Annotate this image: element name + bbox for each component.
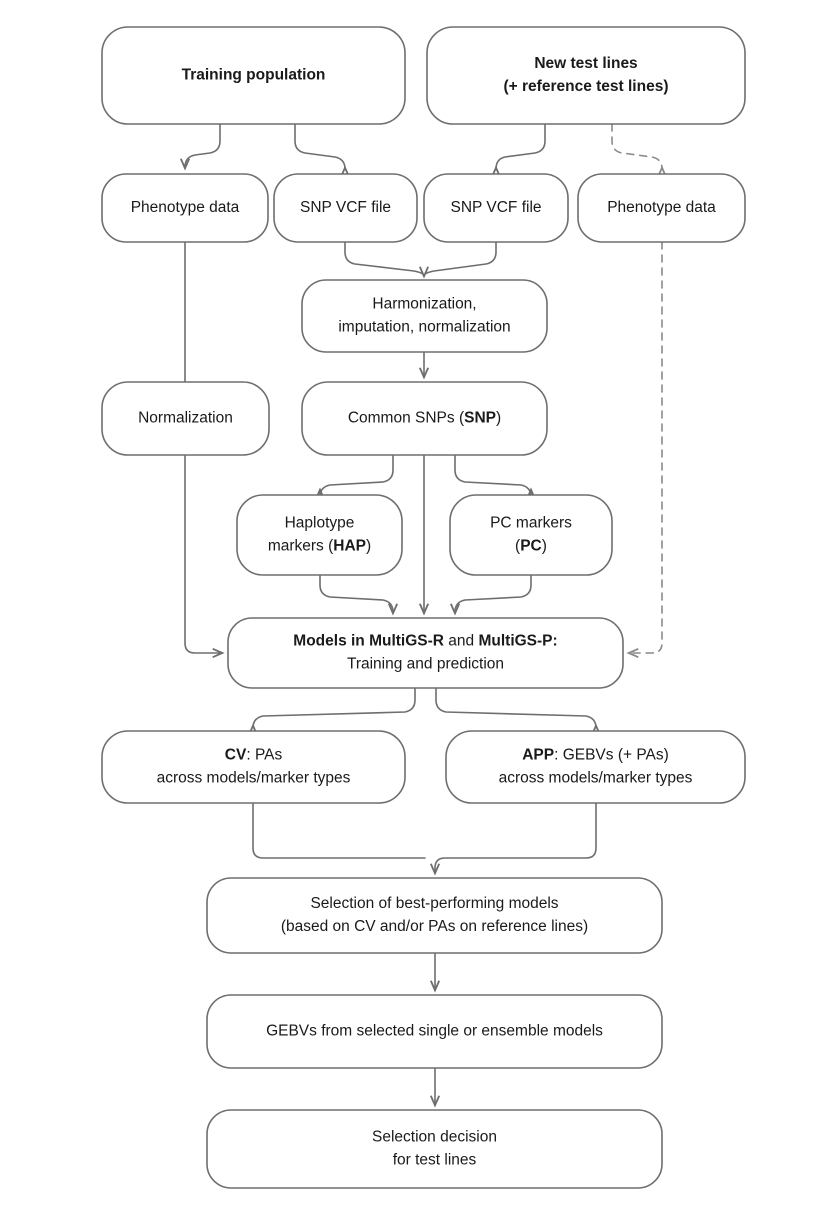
app-results-node-label-line-1: APP: GEBVs (+ PAs) [522, 747, 669, 764]
connector-training-to-phenotype [179, 123, 221, 171]
haplotype-markers-node-label-line-1: Haplotype [285, 515, 355, 532]
cv-results-node-label-line-1: CV: PAs [225, 747, 283, 764]
snp-vcf-file-training-node-box [273, 173, 418, 243]
connector-pc-to-models [449, 574, 532, 616]
pc-markers-node-box [449, 494, 613, 576]
connector-snpvcf-test-to-harmonization [419, 241, 497, 279]
haplotype-markers-node-box [236, 494, 403, 576]
common-snps-node-label-line-1: Common SNPs (SNP) [348, 410, 501, 427]
connector-common-snps-to-pc [454, 454, 537, 500]
phenotype-data-test-node[interactable]: Phenotype data [577, 173, 746, 243]
nodes-layer: Training population New test lines (+ refe… [101, 26, 746, 1189]
selection-decision-node-label-line-2: for test lines [393, 1152, 477, 1169]
haplotype-markers-node-label-line-2: markers (HAP) [268, 538, 371, 555]
selection-best-performing-models-node-box [206, 877, 663, 954]
training-population-node-box [101, 26, 406, 125]
selection-best-performing-models-node-label-line-2: (based on CV and/or PAs on reference lin… [281, 918, 588, 935]
harmonization-node-label-line-2: imputation, normalization [338, 319, 510, 336]
connector-haplotype-to-models [319, 574, 399, 616]
connector-newtest-to-snpvcf [490, 123, 546, 178]
connector-models-to-cv [247, 687, 416, 736]
new-test-lines-node-label-line-2: (+ reference test lines) [504, 78, 669, 95]
connector-app-to-selection [429, 802, 597, 876]
normalization-node-box [101, 381, 270, 456]
selection-decision-node-label-line-1: Selection decision [372, 1129, 497, 1146]
harmonization-node-box [301, 279, 548, 353]
connector-snpvcf-train-to-harmonization [344, 241, 425, 277]
selection-decision-node[interactable]: Selection decision for test lines [206, 1109, 663, 1189]
normalization-node[interactable]: Normalization [101, 381, 270, 456]
haplotype-markers-node[interactable]: Haplotype markers (HAP) [236, 494, 403, 576]
normalization-node-label-line-1: Normalization [138, 410, 233, 427]
cv-results-node[interactable]: CV: PAs across models/marker types [101, 730, 406, 804]
app-results-node-box [445, 730, 746, 804]
connector-phenotype-train-to-models [184, 241, 225, 659]
connectors-layer [179, 123, 668, 1108]
snp-vcf-file-test-node-label-line-1: SNP VCF file [450, 199, 541, 216]
phenotype-data-training-node-label-line-1: Phenotype data [131, 199, 240, 216]
training-population-node[interactable]: Training population [101, 26, 406, 125]
new-test-lines-node[interactable]: New test lines (+ reference test lines) [426, 26, 746, 125]
selection-best-performing-models-node-label-line-1: Selection of best-performing models [310, 895, 558, 912]
snp-vcf-file-training-node-label-line-1: SNP VCF file [300, 199, 391, 216]
models-training-prediction-node-box [227, 617, 624, 689]
gebvs-selected-models-node-box [206, 994, 663, 1069]
connector-training-to-snpvcf [294, 123, 351, 178]
models-training-prediction-node-label-line-2: Training and prediction [347, 656, 504, 673]
selection-best-performing-models-node[interactable]: Selection of best-performing models (base… [206, 877, 663, 954]
pc-markers-node[interactable]: PC markers (PC) [449, 494, 613, 576]
cv-results-node-box [101, 730, 406, 804]
app-results-node-label-line-2: across models/marker types [499, 770, 693, 787]
new-test-lines-node-label-line-1: New test lines [534, 55, 637, 72]
new-test-lines-node-box [426, 26, 746, 125]
snp-vcf-file-test-node[interactable]: SNP VCF file [423, 173, 569, 243]
phenotype-data-training-node[interactable]: Phenotype data [101, 173, 269, 243]
connector-phenotype-test-to-models-dashed [626, 241, 663, 659]
connector-cv-to-selection [252, 802, 426, 859]
app-results-node[interactable]: APP: GEBVs (+ PAs) across models/marker t… [445, 730, 746, 804]
connector-newtest-to-phenotype-dashed [611, 123, 668, 178]
connector-common-snps-to-haplotype [314, 454, 394, 500]
cv-results-node-label-line-2: across models/marker types [157, 770, 351, 787]
phenotype-data-test-node-box [577, 173, 746, 243]
snp-vcf-file-test-node-box [423, 173, 569, 243]
connector-models-to-app [435, 687, 602, 736]
models-training-prediction-node-label-line-1: Models in MultiGS-R and MultiGS-P: [293, 633, 557, 650]
phenotype-data-training-node-box [101, 173, 269, 243]
snp-vcf-file-training-node[interactable]: SNP VCF file [273, 173, 418, 243]
training-population-node-label-line-1: Training population [182, 67, 326, 84]
models-training-prediction-node[interactable]: Models in MultiGS-R and MultiGS-P: Traini… [227, 617, 624, 689]
gebvs-selected-models-node-label-line-1: GEBVs from selected single or ensemble m… [266, 1023, 603, 1040]
harmonization-node[interactable]: Harmonization, imputation, normalization [301, 279, 548, 353]
common-snps-node[interactable]: Common SNPs (SNP) [301, 381, 548, 456]
common-snps-node-box [301, 381, 548, 456]
harmonization-node-label-line-1: Harmonization, [372, 296, 476, 313]
phenotype-data-test-node-label-line-1: Phenotype data [607, 199, 716, 216]
selection-decision-node-box [206, 1109, 663, 1189]
pc-markers-node-label-line-2: (PC) [515, 538, 547, 555]
gebvs-selected-models-node[interactable]: GEBVs from selected single or ensemble m… [206, 994, 663, 1069]
pc-markers-node-label-line-1: PC markers [490, 515, 572, 532]
